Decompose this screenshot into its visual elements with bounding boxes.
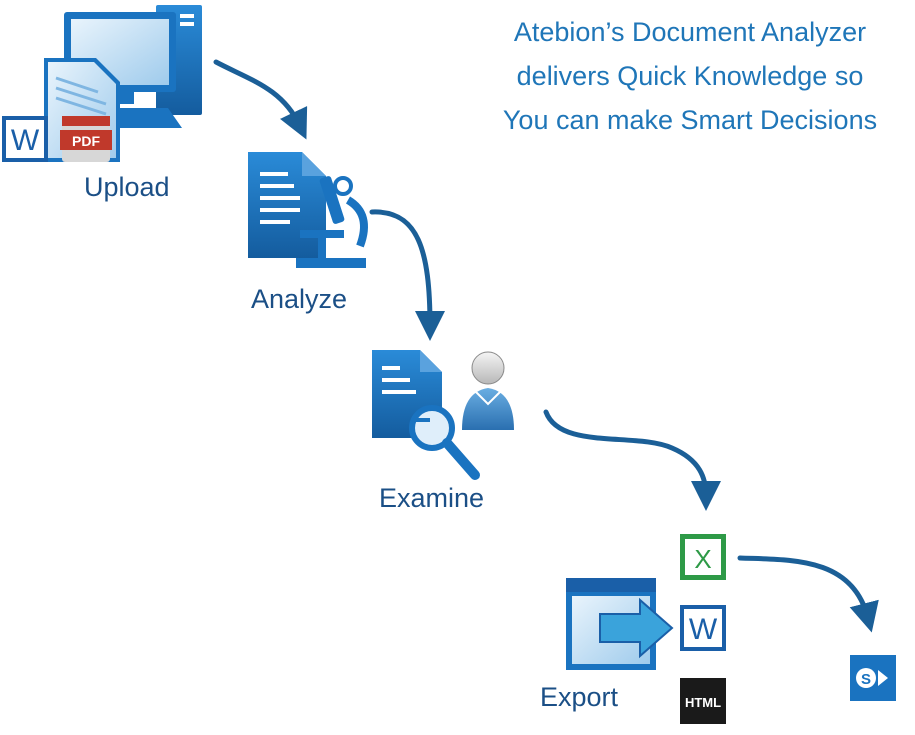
svg-text:W: W — [11, 124, 40, 157]
arrow-upload-to-analyze — [213, 59, 308, 140]
svg-text:S: S — [861, 671, 871, 688]
arrow-examine-to-export — [543, 409, 721, 511]
svg-text:HTML: HTML — [685, 695, 721, 710]
arrow-analyze-to-examine — [369, 209, 445, 341]
step-label-upload: Upload — [84, 172, 170, 202]
step-label-examine: Examine — [379, 483, 485, 513]
html-file-icon: HTML — [680, 678, 726, 724]
tagline-line-1: Atebion’s Document Analyzer — [513, 17, 867, 47]
svg-text:X: X — [694, 544, 711, 574]
pdf-file-icon: PDF — [60, 116, 112, 162]
word-file-icon: W — [2, 116, 48, 162]
excel-file-icon: X — [680, 534, 726, 580]
export-arrow-icon — [599, 597, 674, 659]
magnifier-icon — [409, 405, 480, 480]
arrow-export-to-sharepoint — [737, 555, 879, 633]
person-icon — [462, 351, 514, 430]
sharepoint-icon: S — [850, 655, 896, 701]
tagline-line-3: You can make Smart Decisions — [502, 105, 878, 135]
svg-text:PDF: PDF — [72, 133, 100, 149]
word-export-icon: W — [680, 605, 726, 651]
svg-text:W: W — [689, 613, 718, 646]
step-label-export: Export — [540, 682, 619, 712]
tagline: Atebion’s Document Analyzer delivers Qui… — [470, 10, 910, 142]
step-label-analyze: Analyze — [251, 284, 348, 314]
analyze-microscope-icon — [248, 152, 368, 268]
tagline-line-2: delivers Quick Knowledge so — [516, 61, 864, 91]
